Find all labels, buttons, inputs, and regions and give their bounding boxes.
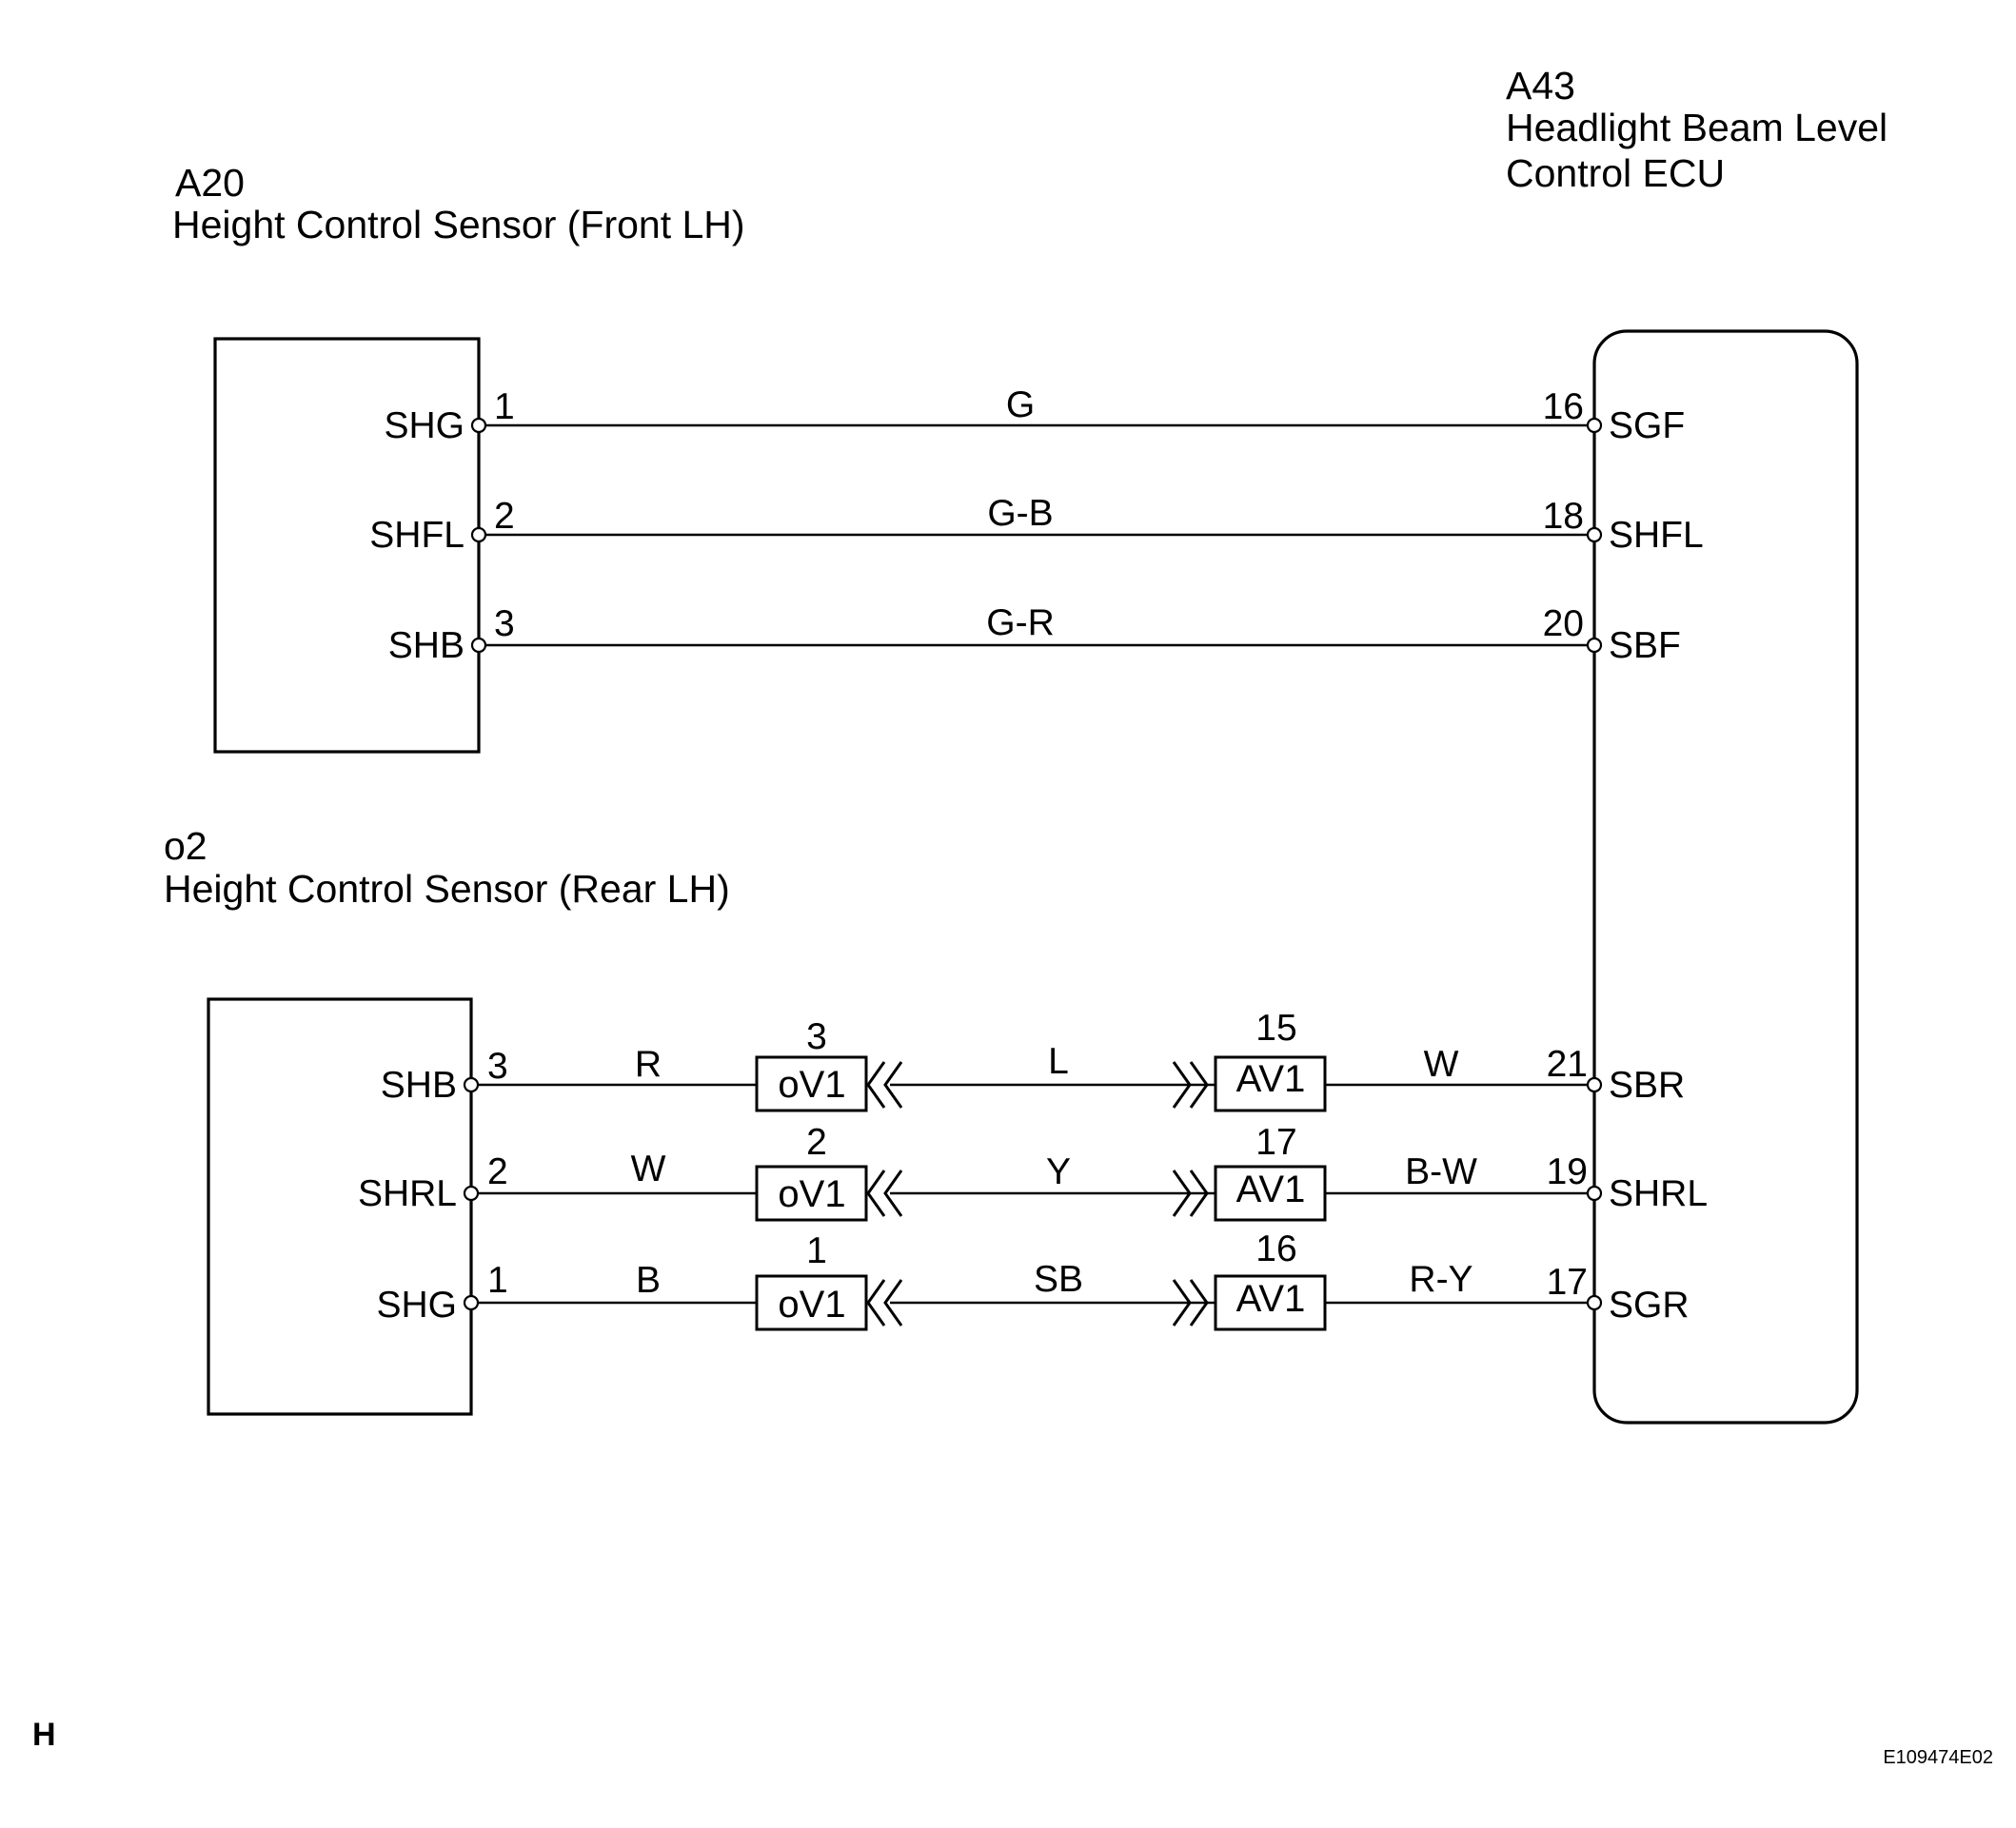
- ecu-name-line1: Headlight Beam Level: [1506, 106, 1888, 149]
- wire-color: G-R: [986, 602, 1055, 643]
- connector-pin-number: 17: [1255, 1122, 1296, 1163]
- sensor-terminal: [470, 637, 487, 654]
- connector-pin-number: 1: [806, 1230, 827, 1271]
- corner-mark: H: [32, 1717, 56, 1753]
- connector-av1: [1214, 1274, 1327, 1331]
- wire-color: W: [631, 1149, 666, 1189]
- ecu-pin-name: SBR: [1609, 1065, 1685, 1106]
- ecu-pin-number: 21: [1547, 1044, 1588, 1085]
- sensor-pin-number: 1: [494, 386, 515, 427]
- connector-ov1: [755, 1165, 868, 1222]
- sensor-pin-name: SHB: [381, 1065, 457, 1106]
- front-sensor-box: [213, 337, 481, 754]
- wire-color: R-Y: [1409, 1259, 1472, 1300]
- connector-pin-number: 3: [806, 1016, 827, 1057]
- sensor-terminal: [463, 1294, 480, 1311]
- connector-female-mark: [866, 1170, 903, 1217]
- ecu-terminal: [1586, 1185, 1603, 1202]
- connector-ov1: [755, 1055, 868, 1112]
- ecu-pin-name: SBF: [1609, 625, 1681, 666]
- connector-male-mark: [1172, 1279, 1209, 1327]
- ecu-pin-number: 18: [1543, 496, 1584, 537]
- connector-male-mark: [1172, 1170, 1209, 1217]
- connector-name: oV1: [778, 1064, 845, 1106]
- ecu-pin-number: 20: [1543, 603, 1584, 644]
- ecu-terminal: [1586, 1076, 1603, 1093]
- sensor-pin-number: 3: [494, 603, 515, 644]
- sensor-pin-name: SHG: [384, 405, 464, 446]
- connector-name: AV1: [1236, 1169, 1306, 1210]
- sensor-terminal: [463, 1185, 480, 1202]
- ecu-pin-number: 17: [1547, 1262, 1588, 1303]
- front-circuit: SHG 1 G 16 SGF: [384, 384, 1685, 446]
- sensor-pin-number: 2: [494, 496, 515, 537]
- connector-name: oV1: [778, 1284, 845, 1326]
- sensor-pin-number: 2: [487, 1151, 508, 1192]
- sensor-terminal: [470, 417, 487, 434]
- rear-circuit: SHRL 2 W 2 oV1 Y 17 AV1 B-W 19 SHRL: [358, 1122, 1708, 1222]
- wire-color: W: [1424, 1044, 1459, 1085]
- wire-color: G: [1006, 384, 1035, 425]
- ecu-pin-name: SGR: [1609, 1285, 1690, 1326]
- connector-name: oV1: [778, 1173, 845, 1215]
- wire-color: SB: [1034, 1259, 1083, 1300]
- ecu-code: A43: [1506, 64, 1575, 108]
- front-sensor-name: Height Control Sensor (Front LH): [172, 203, 745, 246]
- sensor-terminal: [470, 526, 487, 543]
- wire-color: R: [635, 1044, 662, 1085]
- connector-name: AV1: [1236, 1278, 1306, 1320]
- connector-pin-number: 16: [1255, 1228, 1296, 1269]
- wire-color: B-W: [1405, 1151, 1477, 1192]
- figure-id: E109474E02: [1883, 1747, 1993, 1768]
- front-circuit: SHB 3 G-R 20 SBF: [388, 602, 1681, 666]
- ecu-pin-number: 19: [1547, 1151, 1588, 1192]
- ecu-name-line2: Control ECU: [1506, 151, 1725, 195]
- connector-female-mark: [866, 1279, 903, 1327]
- ecu-terminal: [1586, 417, 1603, 434]
- connector-female-mark: [866, 1061, 903, 1109]
- ecu-terminal: [1586, 1294, 1603, 1311]
- wire-color: Y: [1046, 1151, 1071, 1192]
- rear-sensor-box: [207, 997, 473, 1416]
- sensor-pin-number: 3: [487, 1046, 508, 1087]
- sensor-terminal: [463, 1076, 480, 1093]
- rear-circuit: SHB 3 R 3 oV1 L 15 AV1 W 21 SBR: [381, 1008, 1685, 1112]
- ecu-pin-number: 16: [1543, 386, 1584, 427]
- rear-circuit: SHG 1 B 1 oV1 SB 16 AV1 R-Y 17 SGR: [376, 1228, 1690, 1331]
- connector-male-mark: [1172, 1061, 1209, 1109]
- wire-color: B: [636, 1260, 661, 1301]
- ecu-pin-name: SHRL: [1609, 1173, 1708, 1214]
- ecu-box: [1592, 329, 1859, 1425]
- connector-name: AV1: [1236, 1058, 1306, 1100]
- connector-av1: [1214, 1055, 1327, 1112]
- front-circuit: SHFL 2 G-B 18 SHFL: [369, 493, 1703, 556]
- rear-sensor-code: o2: [164, 824, 208, 868]
- ecu-pin-name: SGF: [1609, 405, 1685, 446]
- sensor-pin-name: SHG: [376, 1285, 457, 1326]
- connector-pin-number: 2: [806, 1122, 827, 1163]
- wire-color: G-B: [987, 493, 1053, 534]
- wire-color: L: [1048, 1041, 1069, 1082]
- rear-sensor-name: Height Control Sensor (Rear LH): [164, 867, 730, 911]
- connector-ov1: [755, 1274, 868, 1331]
- front-sensor-code: A20: [175, 161, 245, 205]
- ecu-terminal: [1586, 526, 1603, 543]
- ecu-terminal: [1586, 637, 1603, 654]
- ecu-pin-name: SHFL: [1609, 515, 1704, 556]
- sensor-pin-name: SHRL: [358, 1173, 457, 1214]
- connector-av1: [1214, 1165, 1327, 1222]
- connector-pin-number: 15: [1255, 1008, 1296, 1049]
- sensor-pin-name: SHB: [388, 625, 464, 666]
- sensor-pin-name: SHFL: [369, 515, 464, 556]
- sensor-pin-number: 1: [487, 1260, 508, 1301]
